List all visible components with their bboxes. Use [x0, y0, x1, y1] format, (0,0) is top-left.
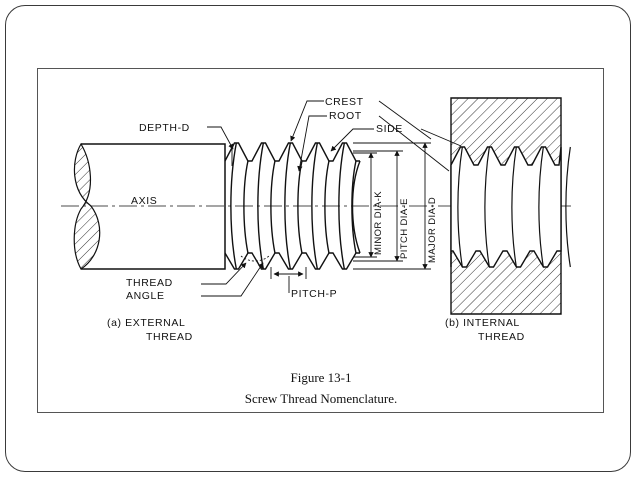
label-depth: DEPTH-D	[139, 122, 190, 134]
thread-root-line	[243, 160, 249, 254]
thread-diagram: CREST ROOT SIDE DEPTH-D AXIS THREAD ANGL…	[61, 96, 571, 406]
thread-root-line	[297, 160, 303, 254]
internal-thread-flank	[484, 146, 490, 268]
figure-box: CREST ROOT SIDE DEPTH-D AXIS THREAD ANGL…	[37, 68, 604, 413]
internal-thread-flank	[538, 146, 544, 268]
shaft	[73, 142, 226, 270]
figure-number: Figure 13-1	[290, 370, 351, 385]
internal-thread-flank	[511, 146, 517, 268]
label-thread-angle-2: ANGLE	[126, 290, 165, 302]
label-side: SIDE	[376, 123, 403, 135]
label-minor-dia: MINOR DIA-K	[373, 191, 384, 255]
thread-root-line	[270, 160, 276, 254]
thread-flank	[284, 142, 292, 270]
label-pitch-dia: PITCH DIA-E	[399, 198, 410, 259]
label-pitch: PITCH-P	[291, 288, 337, 300]
internal-thread-block	[450, 97, 571, 315]
thread-flank	[311, 142, 319, 270]
leader-lines	[201, 100, 462, 297]
slide-frame	[5, 5, 631, 472]
label-internal-2: THREAD	[478, 331, 525, 343]
label-major-dia: MAJOR DIA-D	[427, 197, 438, 263]
thread-root-line	[324, 160, 330, 254]
label-root: ROOT	[329, 110, 362, 122]
label-axis: AXIS	[131, 195, 157, 207]
internal-thread-flank	[565, 146, 571, 268]
label-thread-angle-1: THREAD	[126, 277, 173, 289]
label-internal-1: (b) INTERNAL	[445, 317, 520, 329]
label-crest: CREST	[325, 96, 364, 108]
label-external-2: THREAD	[146, 331, 193, 343]
figure-title: Screw Thread Nomenclature.	[245, 391, 397, 406]
label-external-1: (a) EXTERNAL	[107, 317, 185, 329]
internal-thread-flank	[457, 146, 463, 268]
